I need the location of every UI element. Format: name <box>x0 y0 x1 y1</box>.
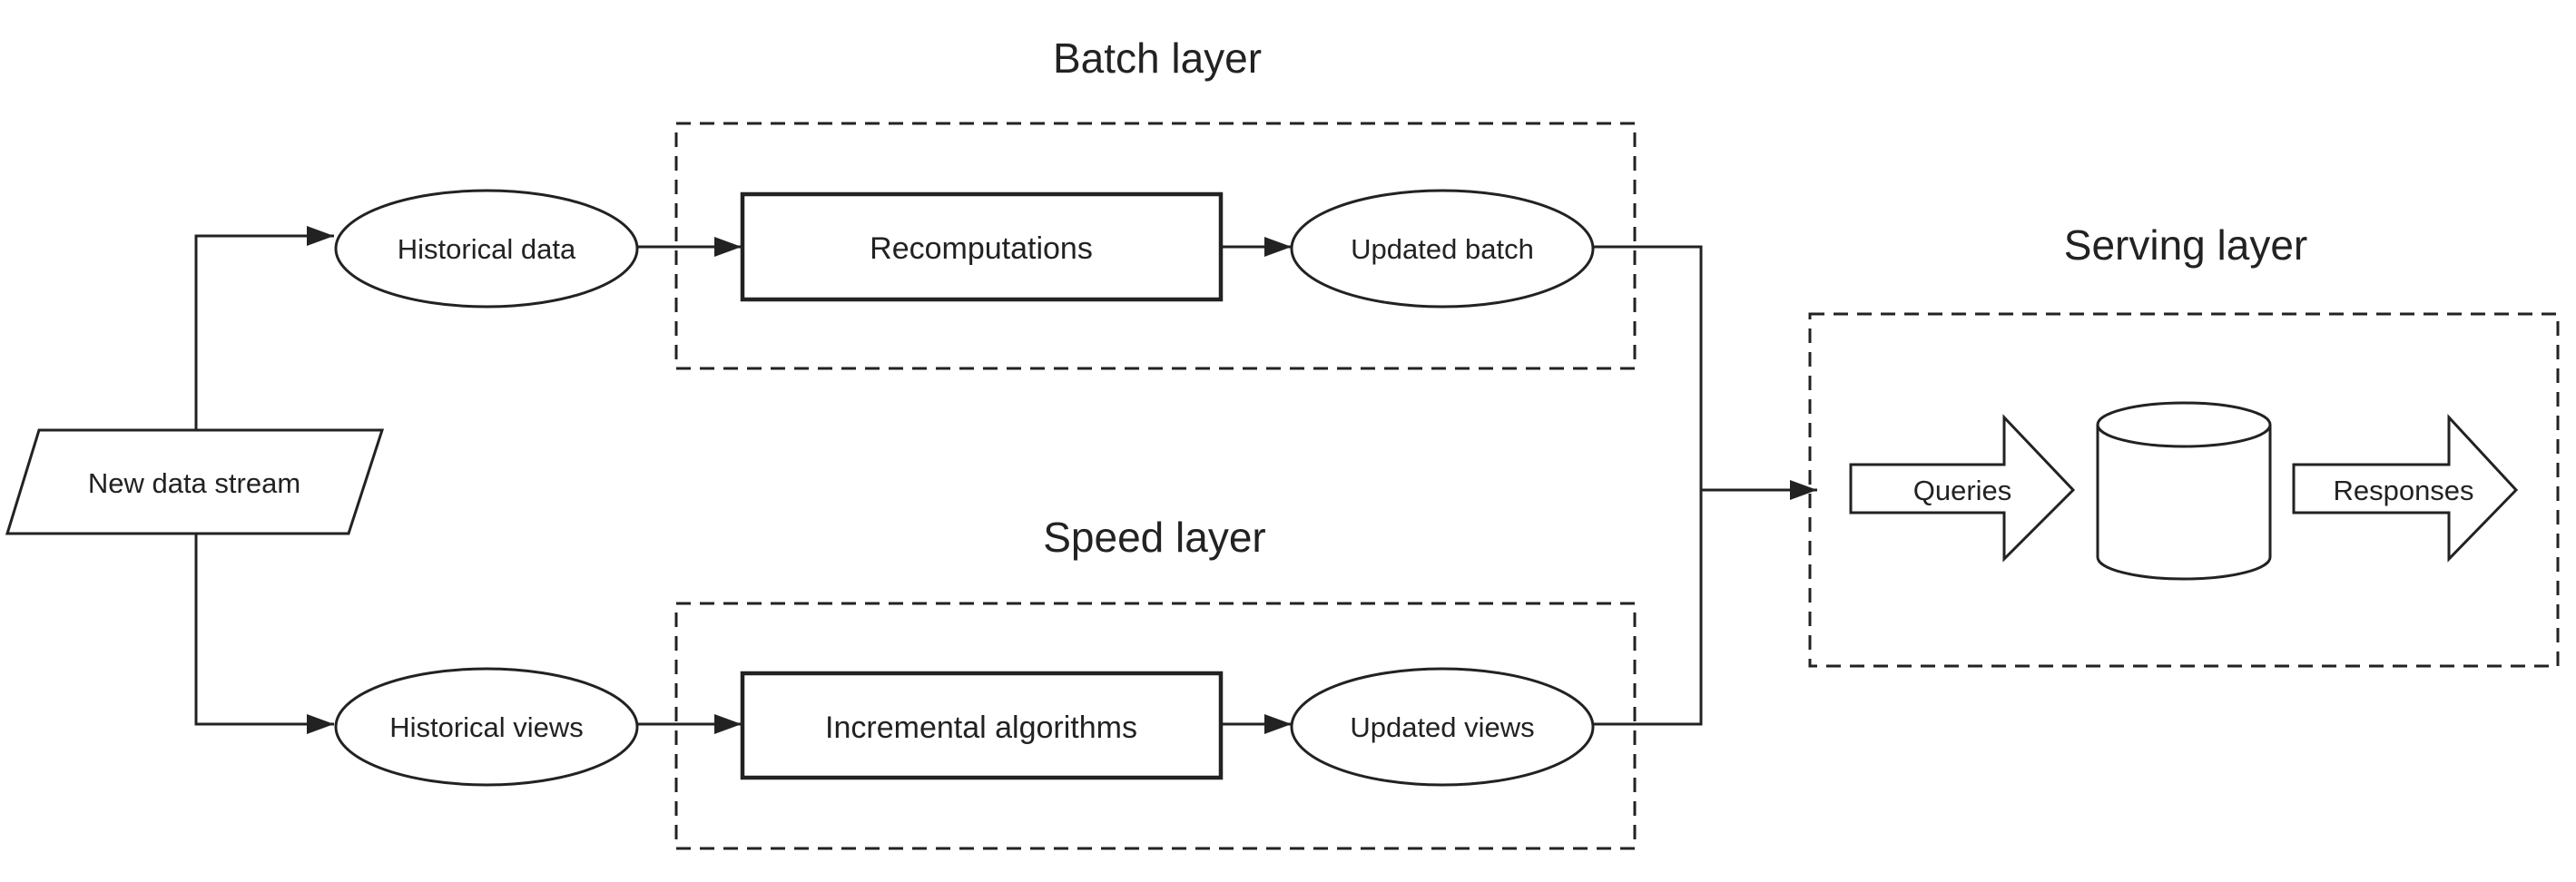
recomputations-label: Recomputations <box>870 231 1093 266</box>
updated-views-node <box>1290 667 1595 787</box>
connector-stream-to-historical-views <box>194 534 334 734</box>
batch-layer-container <box>674 122 1637 370</box>
serving-layer-title: Serving layer <box>2064 221 2307 269</box>
serving-layer-container <box>1808 312 2560 668</box>
batch-layer-title: Batch layer <box>1053 34 1262 82</box>
historical-views-node <box>334 667 639 787</box>
incremental-algorithms-label: Incremental algorithms <box>825 710 1137 745</box>
new-data-stream-node <box>5 428 385 535</box>
speed-layer-container <box>674 602 1637 850</box>
historical-views-label: Historical views <box>389 711 584 743</box>
updated-batch-label: Updated batch <box>1351 233 1534 265</box>
new-data-stream-label: New data stream <box>88 467 300 499</box>
responses-label: Responses <box>2333 475 2473 506</box>
database-cylinder-icon <box>2096 401 2272 581</box>
updated-batch-node <box>1290 189 1595 309</box>
recomputations-box <box>740 191 1224 302</box>
historical-data-node <box>334 189 639 309</box>
queries-block-arrow <box>1849 414 2076 563</box>
queries-label: Queries <box>1913 475 2012 506</box>
updated-views-label: Updated views <box>1350 711 1534 743</box>
incremental-algorithms-box <box>740 671 1224 780</box>
connector-updated-batch-to-merge <box>1591 245 1703 726</box>
connector-stream-to-historical-data <box>194 226 334 430</box>
speed-layer-title: Speed layer <box>1043 514 1266 561</box>
responses-block-arrow <box>2292 414 2519 563</box>
historical-data-label: Historical data <box>398 233 576 265</box>
